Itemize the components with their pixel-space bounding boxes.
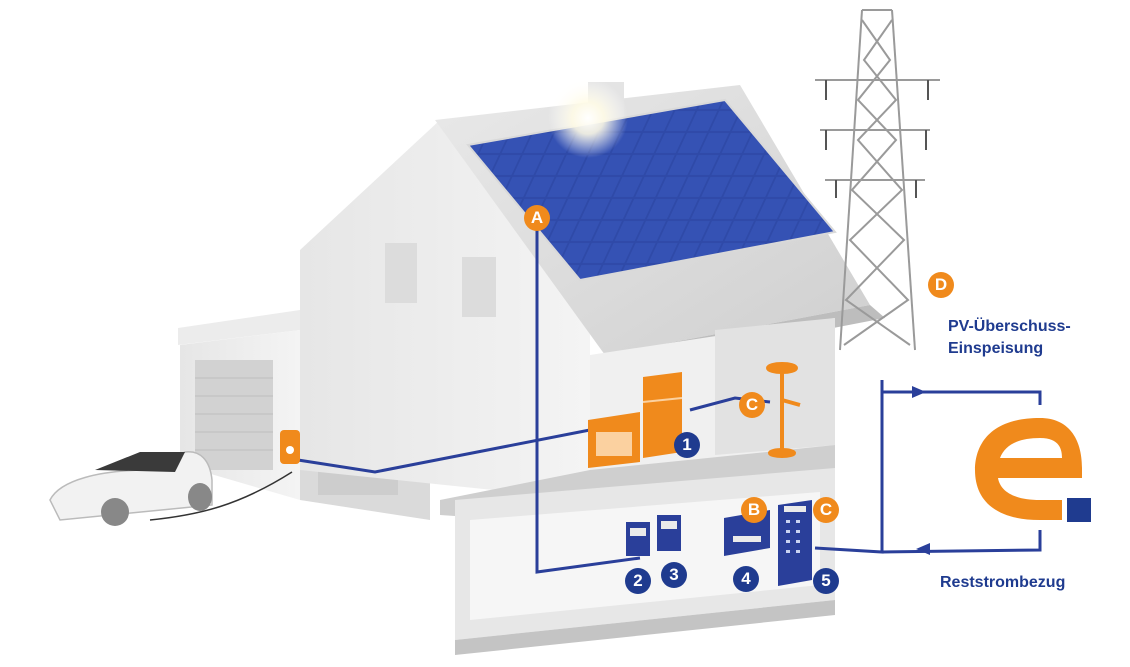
badge-3: 3 <box>661 562 687 588</box>
label-feed-in-line2: Einspeisung <box>948 340 1044 357</box>
badge-b: B <box>741 497 767 523</box>
badge-5: 5 <box>813 568 839 594</box>
window-right <box>462 257 496 317</box>
arrow-residual <box>916 543 930 555</box>
stove-icon <box>588 412 640 468</box>
wallbox-icon <box>280 430 300 464</box>
floor-lamp-icon <box>766 362 801 458</box>
battery-storage-icon <box>778 500 812 586</box>
badge-1: 1 <box>674 432 700 458</box>
label-residual: Reststrombezug <box>940 574 1066 591</box>
badge-d: D <box>928 272 954 298</box>
badge-4: 4 <box>733 566 759 592</box>
sun-reflection <box>548 78 628 158</box>
e-logo-icon <box>975 418 1091 522</box>
badge-2: 2 <box>625 568 651 594</box>
meter-icon <box>626 515 681 556</box>
power-pylon-icon <box>815 9 940 351</box>
badge-a: A <box>524 205 550 231</box>
arrow-feed-in <box>912 386 926 398</box>
badge-c-lamp: C <box>739 392 765 418</box>
fridge-icon <box>642 372 683 458</box>
window-left <box>385 243 417 303</box>
badge-c-storage: C <box>813 497 839 523</box>
electric-car-icon <box>49 451 293 526</box>
label-feed-in-line1: PV-Überschuss- <box>948 318 1071 335</box>
wiring <box>297 228 1042 574</box>
garage-door-left <box>195 360 273 470</box>
